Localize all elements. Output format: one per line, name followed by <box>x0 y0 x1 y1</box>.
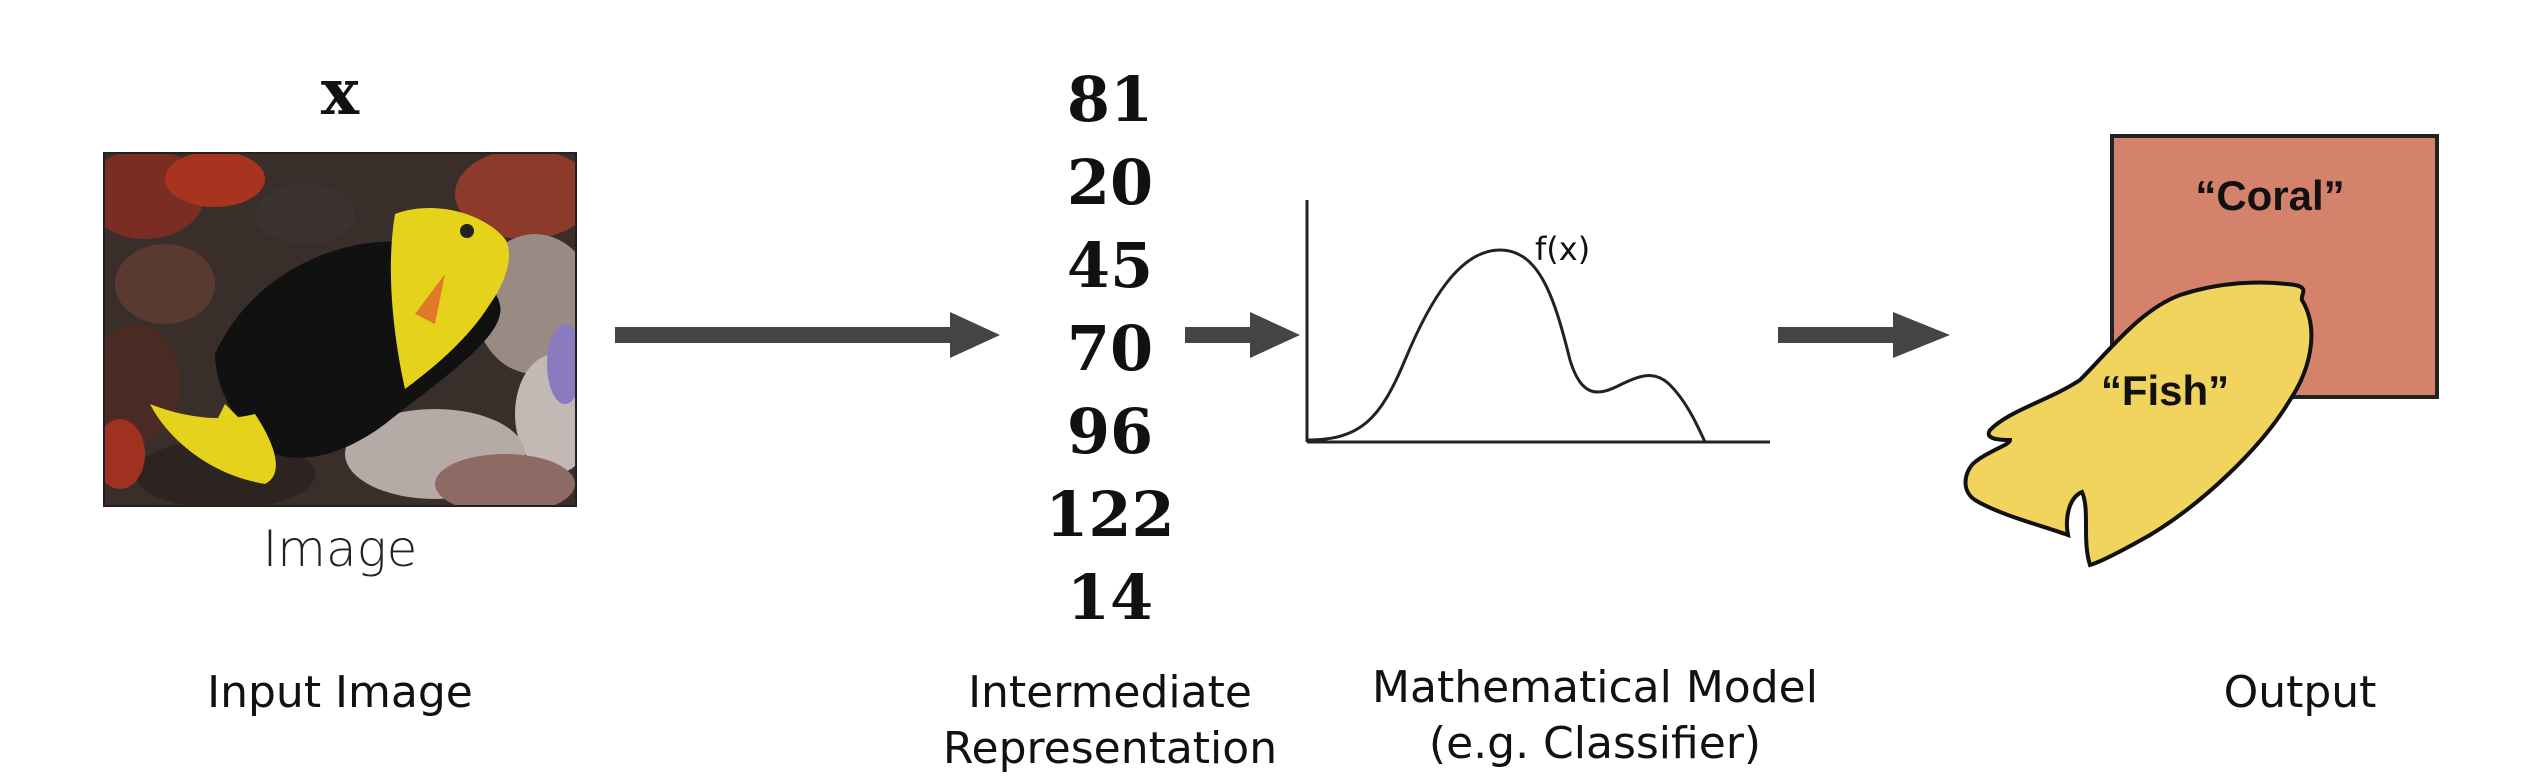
caption-intermediate-line2: Representation <box>942 723 1278 774</box>
fish-silhouette <box>1963 280 2314 568</box>
input-image <box>103 152 577 507</box>
value-1: 20 <box>1066 146 1154 219</box>
value-6: 14 <box>1066 561 1154 634</box>
intermediate-values: 81 20 45 70 96 122 14 <box>1030 58 1190 639</box>
value-0: 81 <box>1066 63 1154 136</box>
caption-model-line1: Mathematical Model <box>1372 662 1818 713</box>
arrow-representation-to-model <box>1185 312 1300 358</box>
caption-output: Output <box>2223 667 2377 718</box>
function-label: f(x) <box>1535 230 1590 268</box>
caption-input-image: Input Image <box>207 667 473 718</box>
input-variable-x: x <box>320 55 360 130</box>
arrow-image-to-representation <box>615 312 1000 358</box>
model-plot <box>1305 200 1770 444</box>
caption-model-line2: (e.g. Classifier) <box>1428 718 1762 769</box>
value-4: 96 <box>1066 395 1154 468</box>
caption-intermediate: Intermediate Representation <box>920 665 1300 777</box>
fish-label: “Fish” <box>2101 367 2229 414</box>
image-label: Image <box>262 520 418 578</box>
model-curve <box>1306 248 1707 443</box>
value-3: 70 <box>1066 312 1154 385</box>
coral-label: “Coral” <box>2195 172 2344 219</box>
fish-photo <box>105 154 575 505</box>
arrow-model-to-output <box>1778 312 1950 358</box>
caption-model: Mathematical Model (e.g. Classifier) <box>1330 660 1860 772</box>
caption-intermediate-line1: Intermediate <box>968 667 1252 718</box>
value-2: 45 <box>1066 229 1154 302</box>
value-5: 122 <box>1045 478 1175 551</box>
